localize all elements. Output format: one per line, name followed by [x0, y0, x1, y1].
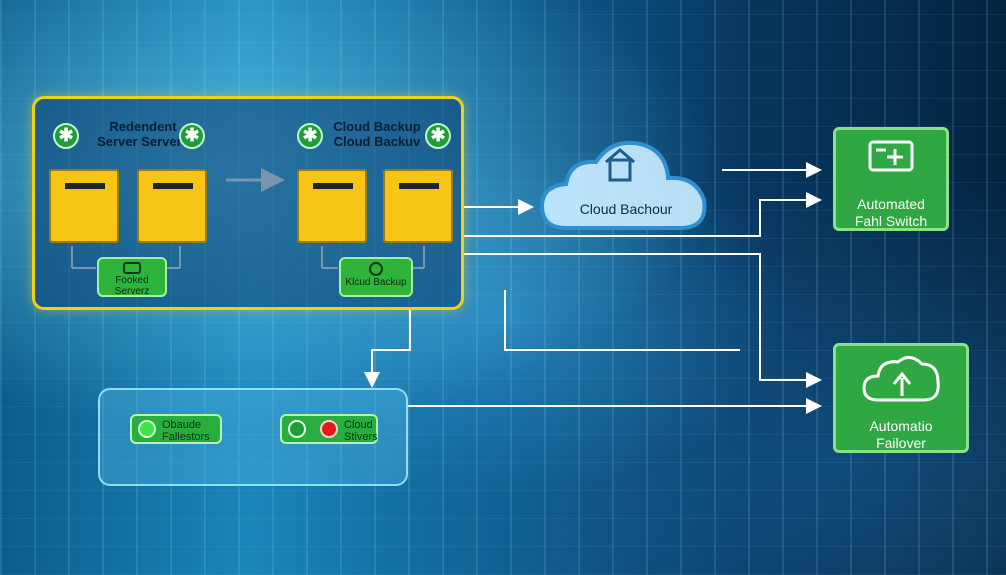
backup-server-unit [383, 169, 453, 243]
clock-icon [288, 420, 306, 438]
sync-icon [369, 262, 383, 276]
gear-icon: ✱ [297, 123, 323, 149]
failover-status-pill: Obaude Fallestors [130, 414, 222, 444]
gear-icon: ✱ [53, 123, 79, 149]
backup-server-unit [297, 169, 367, 243]
server-unit [49, 169, 119, 243]
automated-switch-card: Automated Fahl Switch [833, 127, 949, 231]
line-mid-branch [504, 290, 740, 351]
line-panel-to-failover [464, 253, 822, 388]
automated-switch-label: Automated Fahl Switch [854, 196, 928, 229]
redundant-servers-label: Redendent Server Servers [97, 119, 189, 149]
failover-status-panel: Obaude Fallestors Cloud Stivers [98, 388, 408, 486]
gear-icon: ✱ [425, 123, 451, 149]
automatic-failover-label: Automatio Failover [869, 418, 933, 451]
cloud-backup-node: Cloud Bachour [536, 130, 716, 240]
switch-icon [868, 140, 914, 172]
line-panel-to-switch [464, 192, 822, 237]
cloud-servers-pill: Cloud Stivers [280, 414, 378, 444]
server-unit [137, 169, 207, 243]
redundant-servers-panel: ✱ Redendent Server Servers ✱ ✱ Cloud Bac… [32, 96, 464, 310]
cloud-backup-box: Klcud Backup [339, 257, 413, 297]
status-dot-red [320, 420, 338, 438]
locked-servers-box: Fooked Serverz [97, 257, 167, 297]
cloud-icon [539, 140, 707, 230]
cloud-backup-label: Cloud Backup Cloud Backuv [333, 119, 421, 149]
gear-icon: ✱ [179, 123, 205, 149]
status-dot-green [138, 420, 156, 438]
cloud-backup-caption: Cloud Bachour [579, 201, 673, 217]
cloud-upload-icon [862, 356, 940, 402]
line-down-to-lower [364, 310, 411, 388]
failover-status-label: Obaude Fallestors [162, 419, 210, 443]
cloud-servers-label: Cloud Stivers [344, 419, 378, 443]
automatic-failover-card: Automatio Failover [833, 343, 969, 453]
lock-icon [123, 262, 141, 274]
